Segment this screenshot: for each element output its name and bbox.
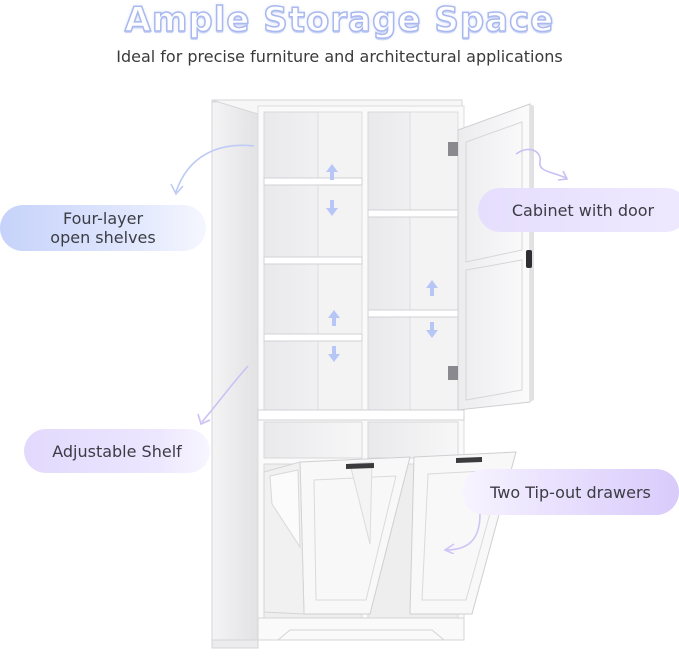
door-hinge-icon bbox=[448, 366, 458, 380]
callout-four-layer-line2: open shelves bbox=[50, 228, 156, 247]
curved-arrow-icon bbox=[515, 148, 569, 181]
curved-arrow-icon bbox=[443, 513, 481, 554]
curved-arrow-icon bbox=[170, 144, 255, 196]
down-arrow-icon bbox=[426, 322, 438, 338]
page-subtitle: Ideal for precise furniture and architec… bbox=[116, 47, 563, 66]
callout-four-layer-shelves: Four-layer open shelves bbox=[0, 205, 206, 251]
drawer-handle-icon bbox=[456, 457, 482, 463]
page-title: Ample Storage Space bbox=[124, 0, 555, 41]
up-arrow-icon bbox=[426, 280, 438, 296]
drawer-handle-icon bbox=[346, 463, 374, 469]
door-hinge-icon bbox=[448, 142, 458, 156]
left-shelves bbox=[263, 177, 363, 342]
up-arrow-icon bbox=[326, 164, 338, 180]
adjustable-arrows bbox=[326, 164, 438, 362]
callout-tip-out-drawers: Two Tip-out drawers bbox=[462, 469, 679, 515]
cabinet-door bbox=[457, 103, 534, 411]
cabinet-illustration bbox=[211, 99, 534, 649]
callout-adjustable-shelf: Adjustable Shelf bbox=[24, 429, 210, 473]
door-knob-icon bbox=[526, 250, 532, 268]
down-arrow-icon bbox=[326, 200, 338, 216]
up-arrow-icon bbox=[328, 310, 340, 326]
callout-cabinet-door: Cabinet with door bbox=[478, 188, 679, 232]
callout-four-layer-line1: Four-layer bbox=[62, 209, 144, 228]
curved-arrow-icon bbox=[197, 365, 249, 426]
down-arrow-icon bbox=[328, 346, 340, 362]
